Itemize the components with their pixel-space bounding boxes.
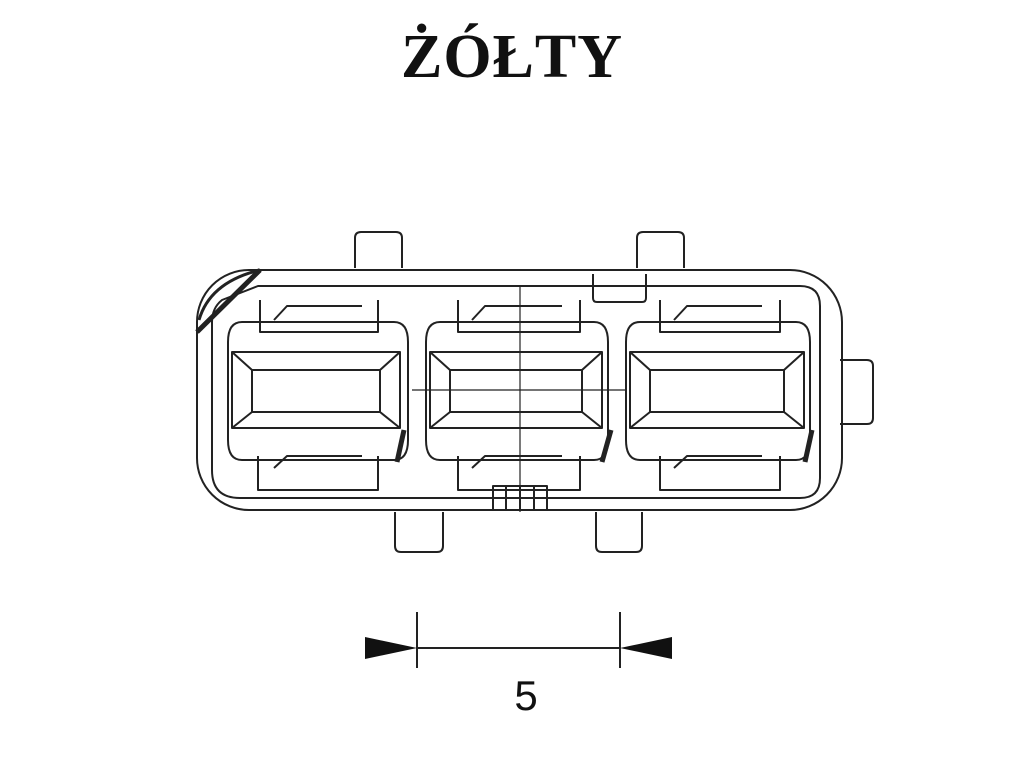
polarization-mark [195,268,262,334]
top-tab-right [636,231,685,268]
housing-inner [211,285,821,499]
bottom-tab-right [595,512,643,553]
dim-arrow-right [620,637,672,659]
terminal-cavity-3 [625,300,815,491]
top-tab-left [354,231,403,268]
bottom-tab-left [394,512,444,553]
terminal-cavity-1 [227,300,409,491]
polarization-arc [197,268,261,321]
key-notch [592,274,647,303]
center-lines [412,286,626,512]
pitch-dimension [365,612,672,668]
page-title: ŻÓŁTY [400,23,624,91]
dim-arrow-left [365,637,417,659]
dimension-label: 5 [514,672,538,719]
terminal-cavity-2 [425,300,614,491]
right-latch [840,359,874,425]
